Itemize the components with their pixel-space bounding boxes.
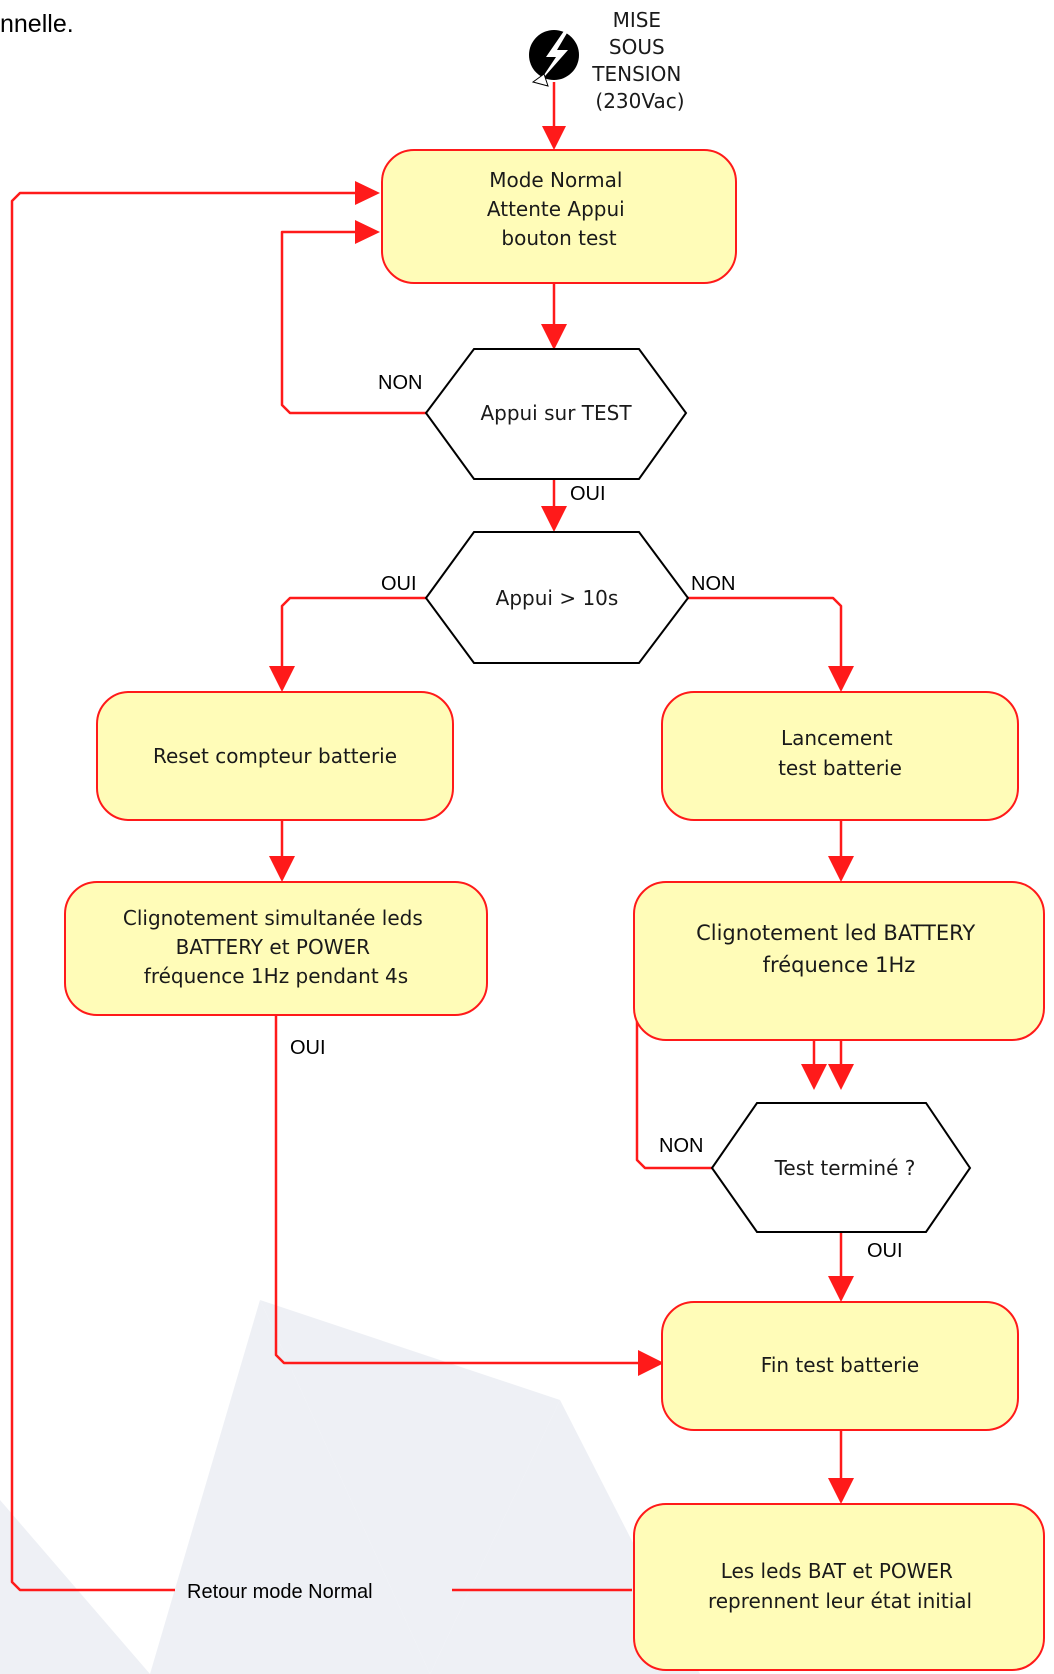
- connector-10s-oui: [280, 596, 426, 670]
- connector-retour-left: [10, 191, 355, 1592]
- node-line: Attente Appui: [487, 197, 625, 221]
- node-line: reprennent leur état initial: [708, 1589, 972, 1613]
- power-on-line: SOUS: [609, 35, 665, 59]
- connector-non-loop: [280, 230, 426, 415]
- arrow-head: [801, 1064, 827, 1090]
- node-fin-test: Fin test batterie: [661, 1301, 1019, 1431]
- power-on-line: (230Vac): [595, 89, 684, 113]
- node-lancement-test: Lancement test batterie: [661, 691, 1019, 821]
- connector-10s-non: [688, 596, 843, 670]
- intro-text-fragment: nnelle.: [0, 10, 74, 38]
- node-mode-normal: Mode Normal Attente Appui bouton test: [381, 149, 737, 284]
- node-reset-compteur: Reset compteur batterie: [96, 691, 454, 821]
- node-line: Clignotement led BATTERY: [696, 921, 975, 945]
- node-leds-reprennent: Les leds BAT et POWER reprennent leur ét…: [633, 1503, 1045, 1671]
- node-line: Reset compteur batterie: [153, 744, 397, 768]
- edge-label-oui: OUI: [381, 573, 417, 595]
- arrow-head: [828, 1064, 854, 1090]
- node-line: Fin test batterie: [761, 1353, 919, 1377]
- arrow-head: [828, 666, 854, 692]
- arrow-head: [638, 1350, 664, 1376]
- background-watermark: [0, 1300, 700, 1674]
- node-line: Lancement: [781, 726, 893, 750]
- node-line: fréquence 1Hz pendant 4s: [144, 964, 408, 988]
- node-test-termine: Test terminé ?: [710, 1102, 972, 1233]
- arrow-head: [542, 126, 566, 150]
- svg-text:Clignotement led BATTERY: Clignotement led BATTERY fréquence 1Hz: [696, 921, 982, 977]
- node-appui-test: Appui sur TEST: [424, 348, 688, 480]
- node-line: fréquence 1Hz: [763, 953, 916, 977]
- edge-label-non: NON: [378, 372, 422, 394]
- arrow-head: [828, 1478, 854, 1504]
- arrow-head: [541, 324, 567, 350]
- svg-text:Lancement test batterie: Lancement test batterie: [778, 726, 902, 780]
- node-line: Mode Normal: [489, 168, 622, 192]
- node-line: Clignotement simultanée leds: [123, 906, 423, 930]
- svg-text:Clignotement simultanée leds: Clignotement simultanée leds BATTERY et …: [123, 906, 429, 988]
- arrow-head: [269, 856, 295, 882]
- power-on-line: TENSION: [591, 62, 681, 86]
- node-appui-10s: Appui > 10s: [424, 531, 690, 664]
- arrow-head: [355, 181, 380, 205]
- node-line: bouton test: [501, 226, 616, 250]
- node-line: BATTERY et POWER: [176, 935, 370, 959]
- svg-text:Les leds BAT et POWER re: Les leds BAT et POWER reprennent leur ét…: [708, 1559, 972, 1613]
- edge-label-oui: OUI: [290, 1037, 326, 1059]
- svg-text:Mode Normal Attente Appu: Mode Normal Attente Appui bouton test: [487, 168, 631, 250]
- node-line: Les leds BAT et POWER: [721, 1559, 953, 1583]
- edge-label-retour: Retour mode Normal: [187, 1581, 373, 1603]
- power-on-line: MISE: [613, 8, 662, 32]
- arrow-head: [828, 1276, 854, 1302]
- connector-clign-to-fin: [274, 980, 640, 1365]
- node-line: Appui sur TEST: [480, 401, 632, 425]
- node-line: Test terminé ?: [774, 1156, 916, 1180]
- arrow-head: [269, 666, 295, 692]
- node-clignotement-battery: Clignotement led BATTERY fréquence 1Hz: [633, 881, 1045, 1041]
- arrow-head: [828, 856, 854, 882]
- edge-label-non: NON: [659, 1135, 703, 1157]
- edge-label-oui: OUI: [570, 483, 606, 505]
- edge-label-non: NON: [691, 573, 735, 595]
- node-clignotement-simultane: Clignotement simultanée leds BATTERY et …: [64, 881, 488, 1016]
- power-lightning-icon: [529, 28, 579, 87]
- node-line: Appui > 10s: [496, 586, 619, 610]
- node-line: test batterie: [778, 756, 902, 780]
- arrow-head: [355, 220, 380, 244]
- arrow-head: [541, 506, 567, 532]
- edge-label-oui: OUI: [867, 1240, 903, 1262]
- power-on-label: MISE SOUS TENSION (230Vac): [591, 8, 687, 113]
